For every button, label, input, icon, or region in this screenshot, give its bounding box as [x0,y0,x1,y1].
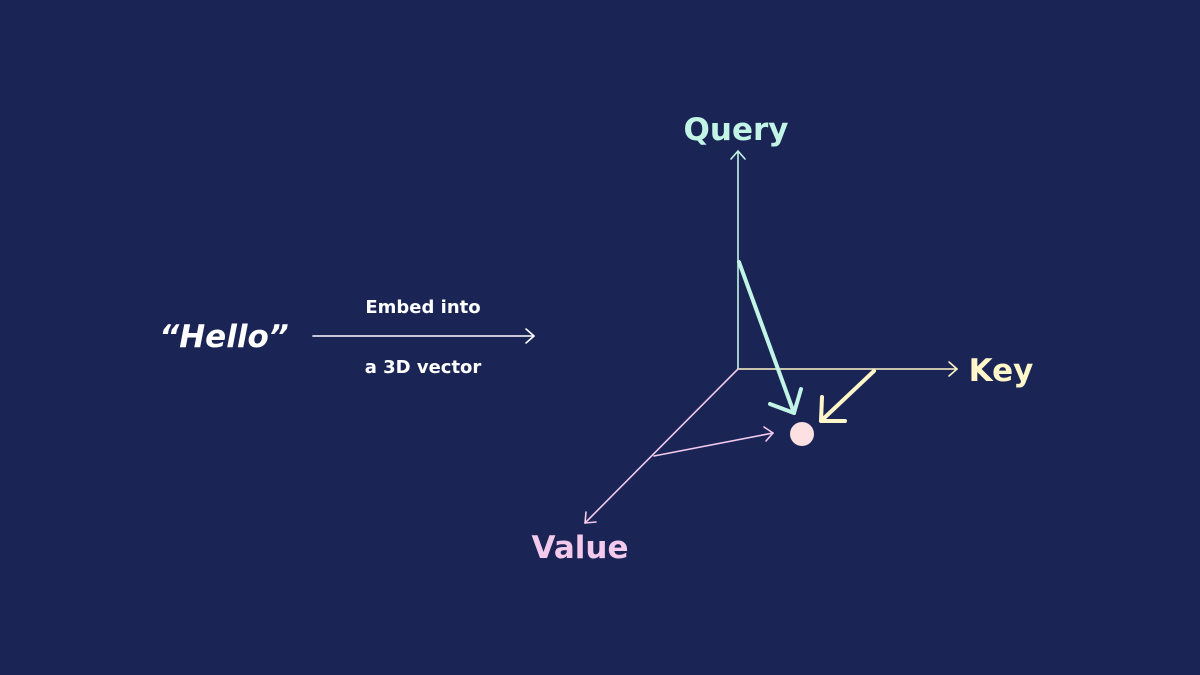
value-axis [584,368,739,524]
embedding-point [790,422,814,446]
value-projection-arrow [653,426,774,457]
key-projection-arrow [819,369,876,423]
source-word: “Hello” [159,319,288,355]
key-axis-label: Key [969,353,1034,389]
key-axis [737,361,958,377]
query-projection-arrow [737,260,803,415]
value-axis-label: Value [532,530,629,566]
embed-arrow [312,328,535,344]
query-axis-label: Query [684,112,789,148]
query-axis [730,150,746,370]
embed-caption-line2: a 3D vector [365,357,482,378]
embed-caption-line1: Embed into [365,297,480,318]
